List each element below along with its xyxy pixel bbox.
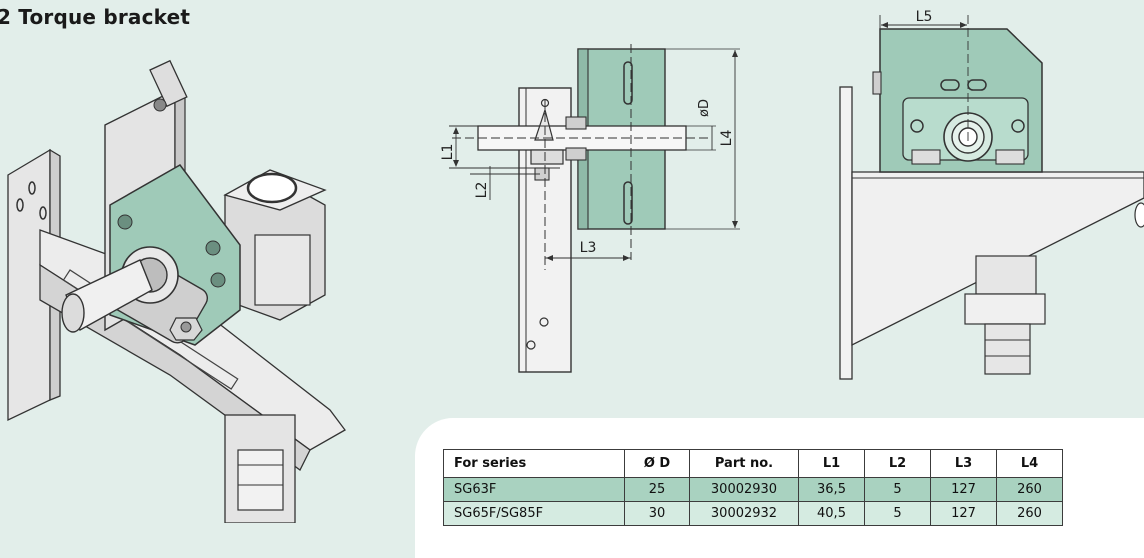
table-cell: SG65F/SG85F xyxy=(443,501,625,526)
dim-label-l3: L3 xyxy=(580,240,597,256)
table-cell: 260 xyxy=(996,501,1063,526)
dim-label-l4: L4 xyxy=(719,130,735,147)
dim-label-l5: L5 xyxy=(916,10,933,25)
table-cell: 30002930 xyxy=(689,477,799,502)
table-cell: 5 xyxy=(864,501,931,526)
table-row: SG65F/SG85F 30 30002932 40,5 5 127 260 xyxy=(443,501,1063,526)
table-cell: 30 xyxy=(624,501,690,526)
dim-label-od: øD xyxy=(697,99,712,117)
table-header-row: For series Ø D Part no. L1 L2 L3 L4 xyxy=(443,449,1063,478)
col-header-l3: L3 xyxy=(930,449,997,478)
table-cell: 25 xyxy=(624,477,690,502)
col-header-l1: L1 xyxy=(798,449,865,478)
table-cell: 5 xyxy=(864,477,931,502)
isometric-torque-bracket-drawing xyxy=(7,59,346,523)
dim-label-l1: L1 xyxy=(440,144,456,161)
page-title: 2 Torque bracket xyxy=(0,5,191,29)
table-cell: 260 xyxy=(996,477,1063,502)
spec-table: For series Ø D Part no. L1 L2 L3 L4 SG63… xyxy=(443,449,1063,526)
table-cell: SG63F xyxy=(443,477,625,502)
table-cell: 30002932 xyxy=(689,501,799,526)
side-view-drawing: L1 L2 L3 øD L4 xyxy=(440,44,740,373)
front-view-drawing: L5 xyxy=(839,10,1144,380)
table-cell: 127 xyxy=(930,501,997,526)
dim-label-l2: L2 xyxy=(474,182,490,199)
table-cell: 127 xyxy=(930,477,997,502)
col-header-l4: L4 xyxy=(996,449,1063,478)
table-row: SG63F 25 30002930 36,5 5 127 260 xyxy=(443,477,1063,502)
table-cell: 40,5 xyxy=(798,501,865,526)
col-header-od: Ø D xyxy=(624,449,690,478)
table-cell: 36,5 xyxy=(798,477,865,502)
col-header-part-no: Part no. xyxy=(689,449,799,478)
col-header-series: For series xyxy=(443,449,625,478)
col-header-l2: L2 xyxy=(864,449,931,478)
